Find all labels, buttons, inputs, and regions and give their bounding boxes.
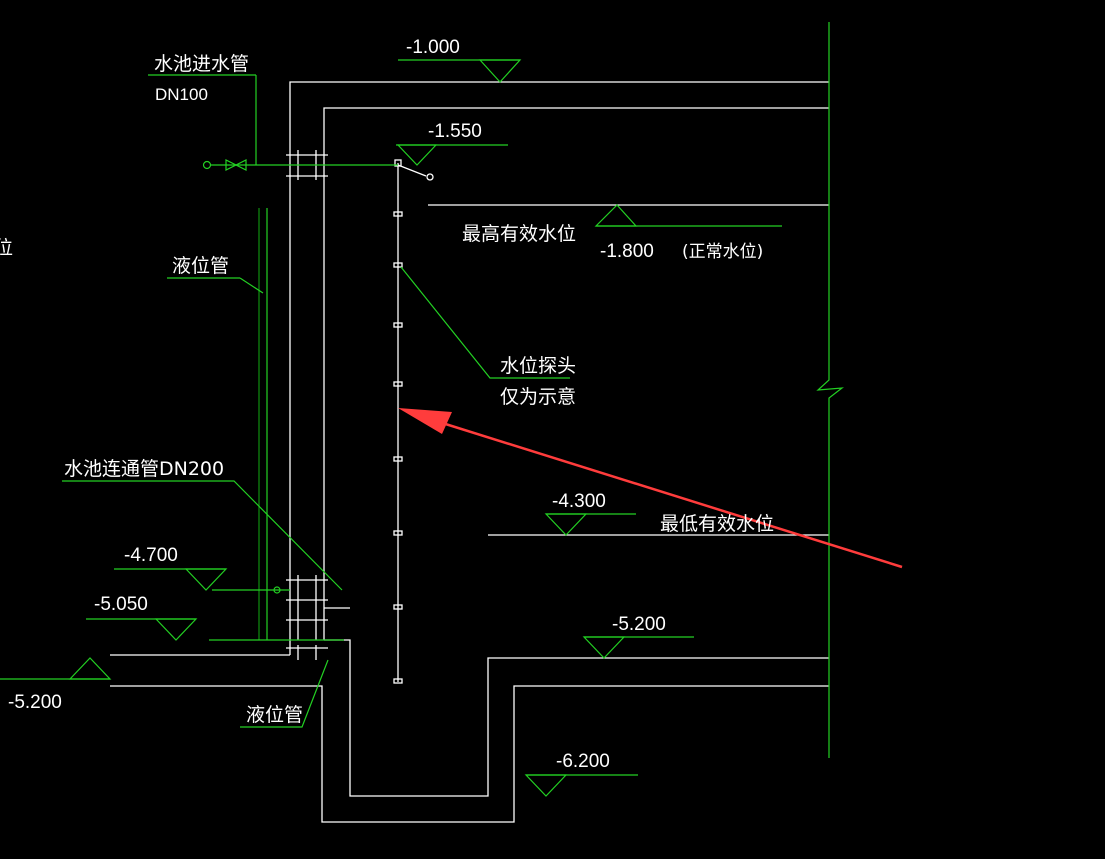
elev-top-label: -1.000: [406, 37, 460, 58]
min-level-label: 最低有效水位: [660, 513, 774, 535]
elevation-left-b: [86, 618, 198, 641]
normal-level-label: (正常水位): [682, 242, 763, 262]
elev-max-label: -1.800: [600, 241, 654, 262]
probe-label-line2: 仅为示意: [500, 386, 576, 408]
elev-left-b-label: -5.050: [94, 594, 148, 615]
tank-structure: [110, 81, 829, 823]
elevation-max: [594, 204, 782, 227]
red-annotation-arrow: [398, 408, 903, 569]
probe-ticks: [393, 211, 403, 684]
inlet-pipe: [148, 74, 398, 171]
sump-inner: [324, 639, 829, 797]
inlet-pipe-end: [202, 160, 212, 170]
probe-head: [394, 159, 402, 167]
elevation-inlet: [396, 144, 508, 166]
probe-leader: [400, 266, 570, 379]
base-slab-left-bottom: [110, 685, 829, 823]
inlet-pipe-label: 水池进水管: [154, 53, 249, 75]
elev-min-label: -4.300: [552, 491, 606, 512]
elevation-top: [398, 59, 522, 83]
elevation-left-a: [114, 568, 228, 591]
tank-inner-wall: [323, 107, 829, 640]
elev-left-c-label: -5.200: [8, 692, 62, 713]
elev-left-a-label: -4.700: [124, 545, 178, 566]
tank-outer-wall: [289, 81, 829, 655]
level-pipe: [167, 208, 344, 641]
elevation-sump: [524, 774, 638, 797]
level-pipe-bottom-label: 液位管: [246, 704, 303, 726]
connect-pipe-label: 水池连通管DN200: [64, 458, 224, 480]
inlet-size-label: DN100: [155, 85, 208, 104]
elev-sump-label: -6.200: [556, 751, 610, 772]
valve-icon: [225, 159, 238, 171]
level-pipe-bottom-leader: [240, 659, 329, 728]
float-switch-arm: [397, 164, 427, 177]
elev-floor-label: -5.200: [612, 614, 666, 635]
elevation-min: [544, 513, 636, 536]
elev-inlet-label: -1.550: [428, 121, 482, 142]
elevation-left-c: [0, 657, 112, 680]
max-level-label: 最高有效水位: [462, 223, 576, 245]
elevation-floor: [582, 636, 694, 659]
edge-label: 位: [0, 237, 13, 259]
connect-leader: [62, 480, 343, 591]
right-break-line: [816, 22, 844, 758]
probe-label-line1: 水位探头: [500, 355, 576, 377]
float-switch-ball: [426, 173, 434, 181]
level-pipe-top-label: 液位管: [172, 255, 229, 277]
